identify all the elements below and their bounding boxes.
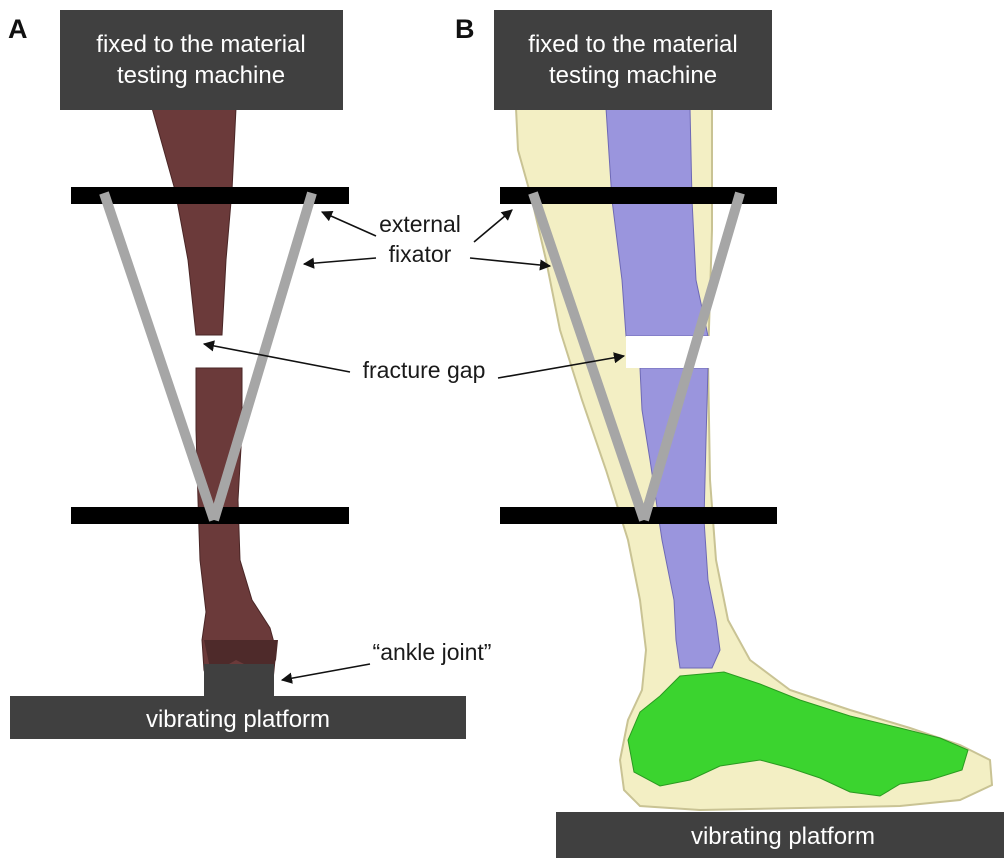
arrow-external-fixator-b-upper [474,210,512,242]
arrow-external-fixator-b-lower [470,258,550,266]
panel-b: B fixed to the material testing machine … [455,10,1004,858]
panel-a-letter: A [8,14,28,44]
panel-b-top-fixture-label-line1: fixed to the material [528,31,737,58]
external-fixator-label-line2: fixator [389,241,452,267]
panel-a-ankle-pedestal [204,664,274,696]
arrow-external-fixator-a-upper [322,212,376,236]
panel-b-letter: B [455,14,475,44]
panel-a-vibrating-platform-label: vibrating platform [146,706,330,733]
panel-a-right-fixator-rod [214,193,312,520]
fracture-gap-label: fracture gap [363,357,486,383]
arrow-ankle-joint [282,664,370,680]
panel-b-top-fixture-label-line2: testing machine [549,62,717,89]
ankle-joint-label: “ankle joint” [373,639,492,665]
external-fixator-label-line1: external [379,211,461,237]
panel-a-tibia-proximal-segment [152,108,236,335]
panel-b-top-fixture-box [494,10,772,110]
panel-a-top-fixture-label-line2: testing machine [117,62,285,89]
arrow-external-fixator-a-lower [304,258,376,264]
panel-a-top-fixture-label-line1: fixed to the material [96,31,305,58]
panel-a-top-fixture-box [60,10,343,110]
panel-b-vibrating-platform-label: vibrating platform [691,823,875,850]
